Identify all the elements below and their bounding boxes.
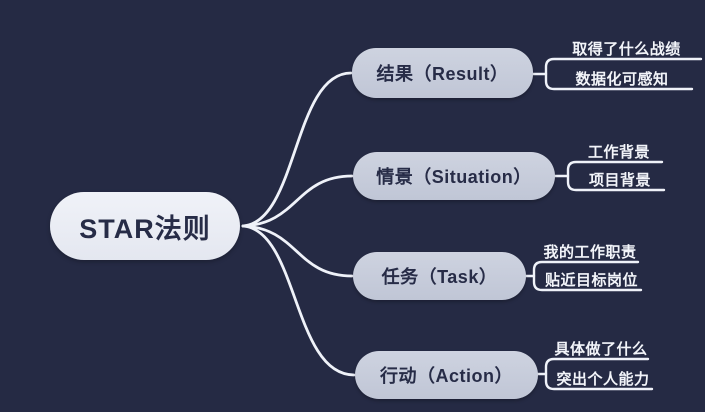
branch-node-task: 任务（Task） — [353, 252, 526, 300]
branch-node-action: 行动（Action） — [355, 351, 538, 399]
edge-root-to-action — [241, 224, 356, 377]
branch-node-result: 结果（Result） — [352, 48, 533, 98]
leaf-result-1: 取得了什么战绩 — [572, 41, 681, 58]
root-node-star: STAR法则 — [50, 192, 240, 260]
leaf-task-2: 贴近目标岗位 — [544, 272, 638, 289]
leaf-action-1: 具体做了什么 — [554, 341, 648, 358]
leaf-result-2: 数据化可感知 — [575, 71, 669, 88]
leaf-situation-1: 工作背景 — [587, 144, 650, 161]
leaf-action-2: 突出个人能力 — [556, 371, 650, 388]
branch-node-situation: 情景（Situation） — [353, 152, 555, 200]
edge-root-to-result — [241, 71, 353, 228]
leaf-task-1: 我的工作职责 — [543, 244, 637, 261]
leaf-situation-2: 项目背景 — [588, 172, 651, 189]
edge-root-to-situation — [241, 174, 354, 228]
edge-root-to-task — [241, 224, 354, 278]
